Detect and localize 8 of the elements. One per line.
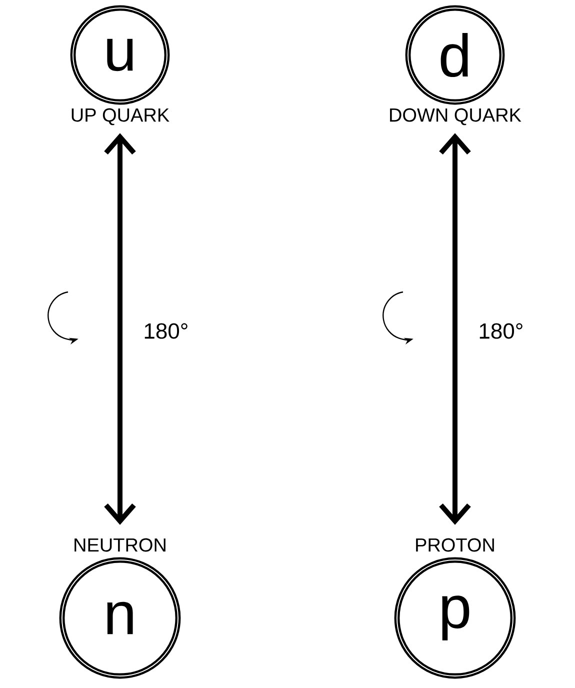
part-label: UP QUARK — [72, 108, 170, 126]
edge-label: 180° — [142, 322, 190, 340]
part-label: PROTON — [416, 538, 494, 552]
part-label: NEUTRON — [74, 538, 166, 552]
part-label: DOWN QUARK — [390, 108, 522, 126]
double-arrow — [439, 133, 471, 525]
double-arrow — [104, 133, 136, 525]
edge-label: 180° — [477, 322, 525, 340]
